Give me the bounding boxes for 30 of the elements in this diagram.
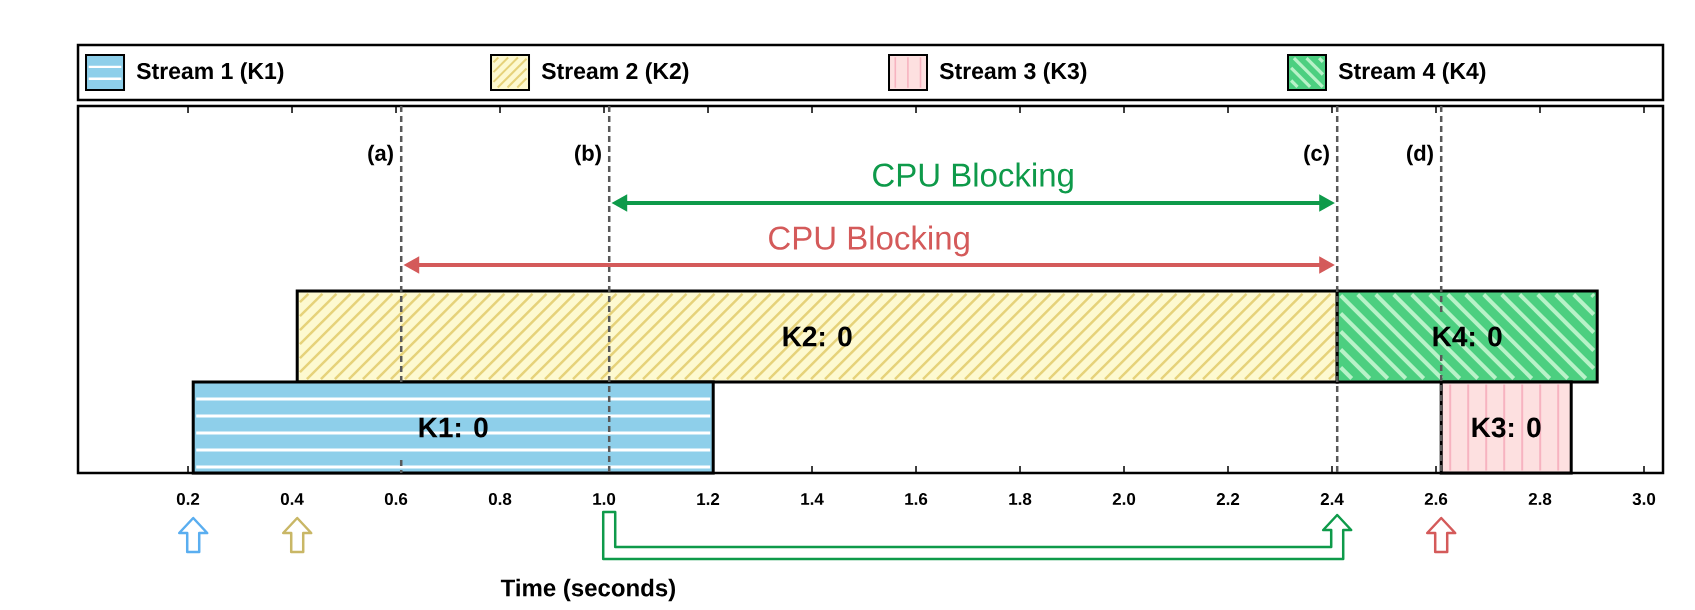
kernel-bar: K1: 0 — [191, 380, 715, 475]
marker-label: (c) — [1304, 144, 1329, 166]
tick-label: 1.4 — [801, 493, 824, 505]
tick-label: 2.6 — [1424, 492, 1448, 505]
tick-label: 1.6 — [905, 492, 928, 505]
kernel-bar: K4: 0 — [1335, 289, 1599, 384]
legend-label: Stream 4 (K4) — [1338, 62, 1486, 84]
kernel-bar: K3: 0 — [1439, 380, 1573, 475]
dimension-label: CPU Blocking — [769, 225, 969, 257]
tick-label: 2.4 — [1320, 493, 1344, 505]
marker-label: (b) — [575, 144, 601, 166]
legend-label: Stream 2 (K2) — [541, 62, 689, 84]
tick-label: 0.8 — [488, 492, 512, 505]
tick-label: 2.0 — [1112, 492, 1136, 505]
tick-label: 3.0 — [1632, 492, 1656, 505]
marker-label: (a) — [368, 144, 393, 166]
marker-label: (d) — [1407, 144, 1433, 166]
tick-label: 1.8 — [1009, 492, 1032, 505]
tick-label: 2.8 — [1528, 492, 1552, 505]
tick-label: 2.2 — [1216, 493, 1240, 505]
kernel-bar: K2: 0 — [295, 289, 1339, 384]
tick-label: 1.0 — [593, 492, 616, 505]
axis-title: Time (seconds) — [500, 578, 675, 602]
tick-label: 0.4 — [280, 492, 304, 505]
tick-label: 1.2 — [697, 493, 720, 505]
tick-label: 0.6 — [384, 492, 408, 505]
tick-label: 0.2 — [176, 492, 200, 505]
dimension-label: CPU Blocking — [873, 162, 1073, 194]
legend-label: Stream 3 (K3) — [939, 62, 1087, 84]
legend-label: Stream 1 (K1) — [136, 62, 284, 84]
